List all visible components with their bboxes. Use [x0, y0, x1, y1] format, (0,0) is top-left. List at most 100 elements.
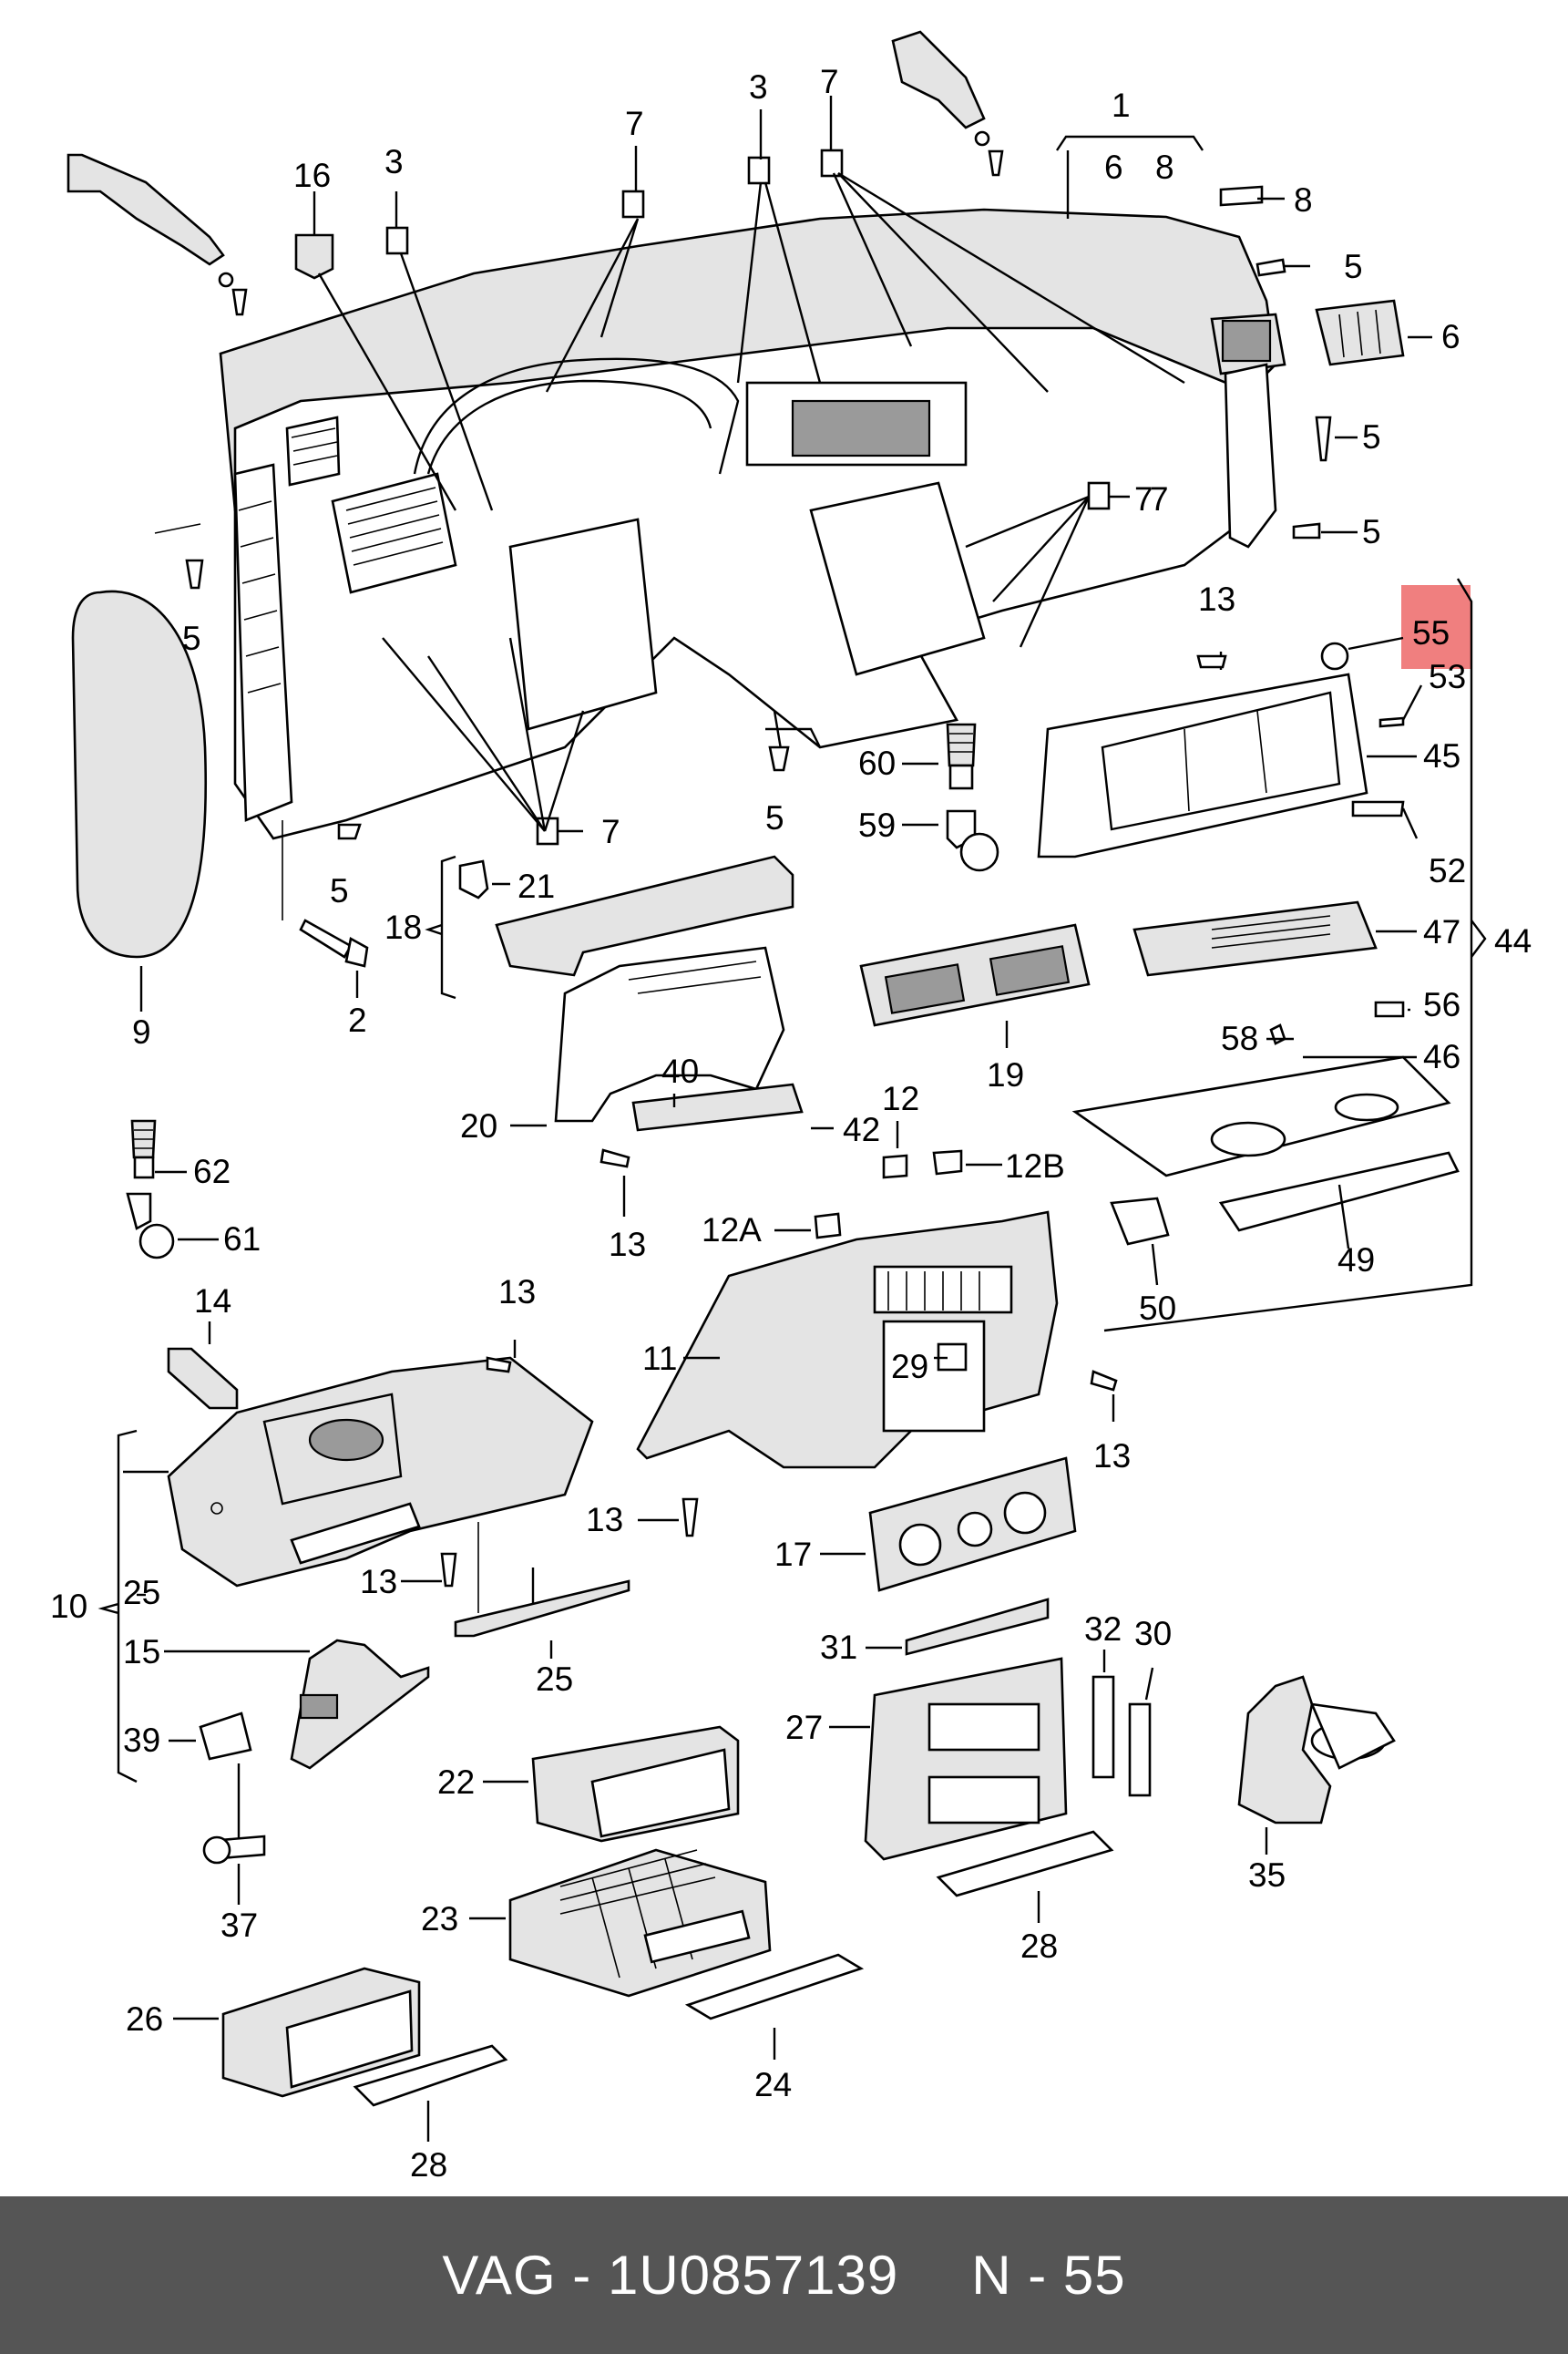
callout-19: 19: [987, 1056, 1024, 1094]
callout-9: 9: [132, 1013, 151, 1051]
callout-20: 20: [460, 1107, 497, 1145]
callout-7: 7: [1150, 480, 1169, 518]
callout-37: 37: [220, 1907, 258, 1944]
callout-42: 42: [843, 1111, 880, 1148]
glovebox-10: [167, 1356, 594, 1588]
callout-12b: 12B: [1005, 1147, 1065, 1185]
callout-58: 58: [1221, 1020, 1258, 1057]
leaders-glovebox: [1103, 578, 1487, 1332]
callout-53: 53: [1429, 658, 1466, 695]
callout-50: 50: [1139, 1290, 1176, 1327]
callout-55: 55: [1412, 614, 1450, 652]
footer-bar: VAG - 1U0857139 N - 55: [0, 2196, 1568, 2354]
callout-18: 18: [384, 909, 422, 946]
callout-7: 7: [820, 63, 839, 100]
clip-12a: [814, 1212, 842, 1239]
trim-18: [495, 855, 794, 977]
callout-15: 15: [123, 1633, 160, 1670]
clip-12b: [932, 1149, 963, 1176]
callout-35: 35: [1248, 1856, 1286, 1894]
callout-25: 25: [123, 1574, 160, 1611]
callout-62: 62: [193, 1153, 231, 1190]
bulb-60: [946, 723, 977, 767]
frame-27: [864, 1657, 1068, 1861]
clip-7a: [621, 190, 645, 219]
gasket-24: [684, 1953, 865, 2020]
callout-21: 21: [518, 868, 555, 905]
callout-13: 13: [360, 1563, 397, 1600]
gasket-28a: [936, 1830, 1114, 1897]
trim-25: [454, 1579, 630, 1638]
plate-42: [631, 1083, 804, 1132]
lock-15: [290, 1639, 430, 1770]
airbag-9: [71, 590, 208, 959]
callout-7: 7: [601, 813, 620, 850]
clip-21: [458, 859, 489, 899]
callout-5: 5: [330, 872, 349, 910]
callout-17: 17: [774, 1536, 812, 1573]
callout-40: 40: [661, 1053, 699, 1090]
callout-5: 5: [1344, 248, 1363, 285]
callout-22: 22: [437, 1763, 475, 1801]
callout-14: 14: [194, 1282, 231, 1320]
callout-26: 26: [126, 2000, 163, 2038]
callout-13: 13: [498, 1273, 536, 1311]
cupholder-35: [1237, 1675, 1332, 1825]
callout-12: 12: [882, 1080, 919, 1117]
clip-7d: [1087, 481, 1111, 510]
callout-49: 49: [1337, 1241, 1375, 1279]
callout-1: 1: [1112, 87, 1131, 124]
callout-13: 13: [1093, 1437, 1131, 1475]
footer-part-number: 1U0857139: [607, 2245, 899, 2306]
callout-47: 47: [1423, 913, 1460, 951]
footer-separator: -: [572, 2245, 592, 2306]
bracket-left: [67, 153, 225, 266]
callout-3: 3: [384, 143, 404, 180]
callout-31: 31: [820, 1629, 857, 1666]
callout-56: 56: [1423, 986, 1460, 1023]
strip-32: [1091, 1675, 1115, 1779]
callout-6: 6: [1104, 149, 1123, 186]
callout-44: 44: [1494, 922, 1532, 960]
callout-45: 45: [1423, 737, 1460, 775]
clip-16: [294, 233, 334, 280]
cover-8: [1219, 185, 1264, 207]
callout-52: 52: [1429, 852, 1466, 889]
footer-brand: VAG: [442, 2245, 557, 2306]
dashboard-assembly: [219, 208, 1286, 840]
callout-13: 13: [1198, 581, 1235, 618]
callout-60: 60: [858, 745, 896, 782]
parts-diagram: 1 6 8 3 7 7 16 3 7 8 5 6 5 5 7 5 13 55 5…: [50, 30, 1532, 2184]
callout-13: 13: [586, 1501, 623, 1538]
lock-39: [199, 1712, 252, 1761]
gasket-28b: [353, 2044, 508, 2107]
leaders-top: [313, 96, 1204, 833]
callout-7: 7: [625, 105, 644, 142]
callout-8: 8: [1155, 149, 1174, 186]
callout-5: 5: [182, 620, 201, 657]
callout-27: 27: [785, 1709, 823, 1746]
callout-5: 5: [1362, 418, 1381, 456]
callout-3: 3: [749, 68, 768, 106]
duct-20: [554, 946, 785, 1123]
callout-23: 23: [421, 1900, 458, 1938]
callout-5: 5: [765, 799, 784, 837]
callout-61: 61: [223, 1220, 261, 1258]
box-23: [508, 1848, 772, 1998]
callout-2: 2: [348, 1002, 367, 1039]
callout-12a: 12A: [702, 1211, 762, 1249]
callout-8: 8: [1294, 181, 1313, 219]
callout-39: 39: [123, 1722, 160, 1759]
callout-6: 6: [1441, 318, 1460, 355]
screws-5: [185, 258, 1358, 840]
clip-7b: [820, 149, 844, 178]
callout-29: 29: [891, 1348, 928, 1385]
screws-13: [401, 654, 1227, 1588]
clip-3a: [385, 226, 409, 255]
callout-28: 28: [1020, 1927, 1058, 1965]
bracket-top: [891, 30, 986, 129]
callout-24: 24: [754, 2066, 792, 2103]
callout-28: 28: [410, 2146, 447, 2184]
strip-30: [1128, 1702, 1152, 1797]
socket-61: [126, 1192, 152, 1230]
